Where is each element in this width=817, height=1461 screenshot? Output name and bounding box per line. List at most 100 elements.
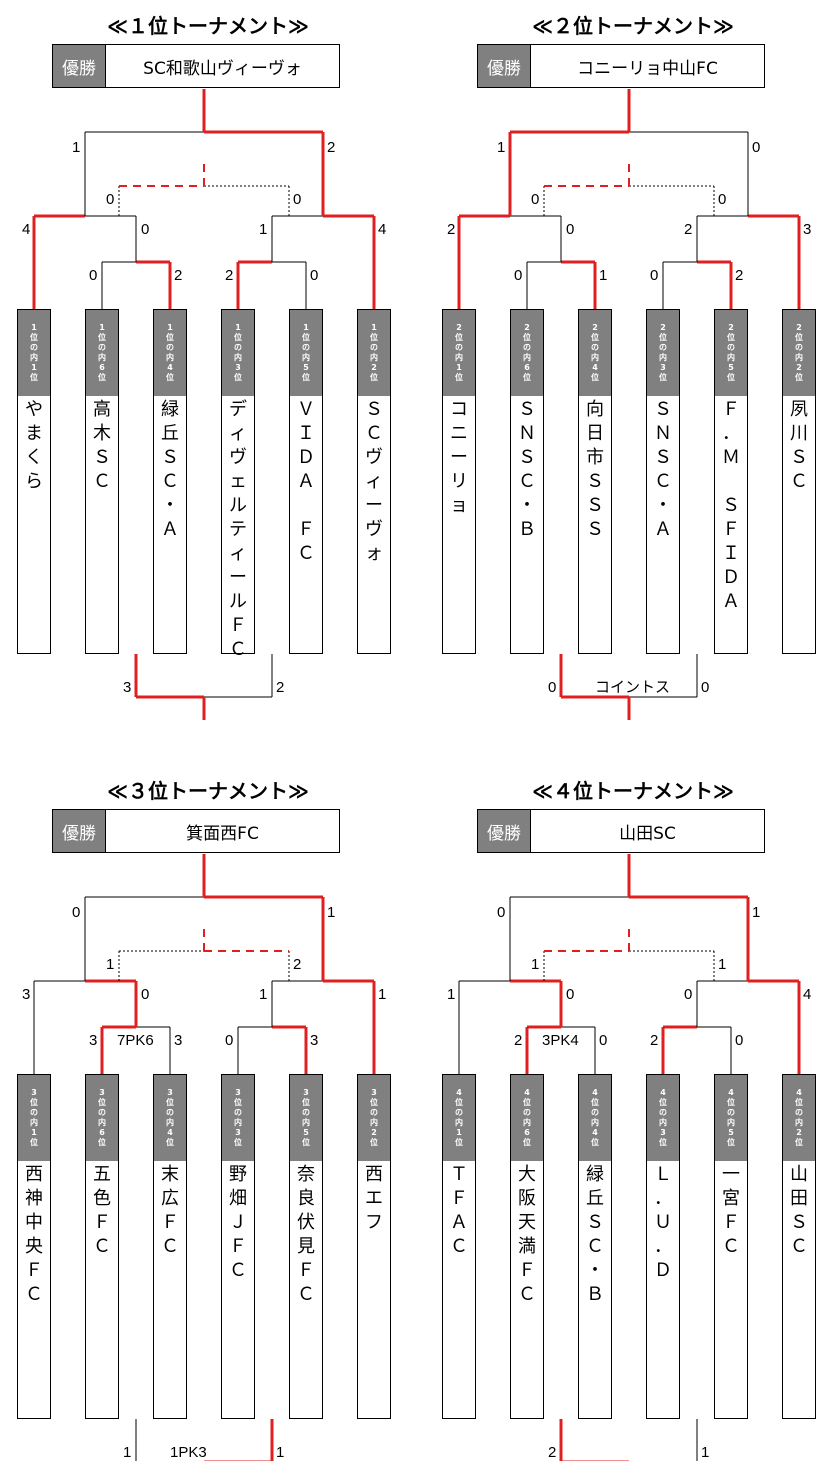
champion-name: SC和歌山ヴィーヴォ: [143, 58, 302, 79]
score-q2-right: 2: [735, 267, 744, 284]
champion-box: 優勝 SC和歌山ヴィーヴォ: [52, 44, 340, 88]
score-semi-left-outer: 4: [22, 221, 31, 238]
champion-box: 優勝 コニーリョ中山FC: [477, 44, 765, 88]
champion-label: 優勝: [478, 810, 531, 852]
score-semi-right-inner: 1: [259, 986, 268, 1003]
score-third-left: 2: [548, 1444, 557, 1461]
team-name: やまくら: [25, 399, 43, 492]
bracket-title: ≪４位トーナメント≫: [532, 779, 734, 803]
score-q1-right: 2: [174, 267, 183, 284]
score-inner-left: 1: [106, 956, 115, 973]
score-third-right: 2: [276, 679, 285, 696]
score-final-right: 1: [752, 904, 761, 921]
bracket-lines: [457, 89, 801, 720]
score-q2-right: 0: [310, 267, 319, 284]
score-final-left: 0: [497, 904, 506, 921]
score-semi-right-inner: 2: [684, 221, 693, 238]
score-q1-left: 0: [89, 267, 98, 284]
score-inner-left: 1: [531, 956, 540, 973]
champion-label: 優勝: [478, 45, 531, 87]
pk-note: 3PK4: [542, 1032, 579, 1049]
score-semi-right-inner: 1: [259, 221, 268, 238]
score-third-right: 1: [276, 1444, 285, 1461]
score-inner-left: 0: [106, 191, 115, 208]
score-inner-right: 2: [293, 956, 302, 973]
score-semi-left-outer: 3: [22, 986, 31, 1003]
score-semi-left-inner: 0: [566, 986, 575, 1003]
champion-name: コニーリョ中山FC: [577, 58, 718, 79]
score-semi-right-inner: 0: [684, 986, 693, 1003]
score-semi-left-inner: 0: [141, 986, 150, 1003]
score-q1-right: 3: [174, 1032, 183, 1049]
score-final-right: 2: [327, 139, 336, 156]
score-semi-right-outer: 4: [803, 986, 812, 1003]
score-final-right: 0: [752, 139, 761, 156]
score-semi-left-outer: 1: [447, 986, 456, 1003]
champion-box: 優勝箕面西FC: [52, 809, 340, 853]
champion-name: 箕面西FC: [186, 823, 259, 844]
score-q1-right: 1: [599, 267, 608, 284]
score-final-left: 0: [72, 904, 81, 921]
bracket-lines: [32, 89, 376, 720]
score-q2-right: 0: [735, 1032, 744, 1049]
champion-label: 優勝: [53, 45, 106, 87]
score-final-left: 1: [497, 139, 506, 156]
score-q2-right: 3: [310, 1032, 319, 1049]
score-semi-left-inner: 0: [141, 221, 150, 238]
score-inner-right: 1: [718, 956, 727, 973]
third-place-note: 1PK3: [170, 1444, 207, 1461]
bracket-title: ≪１位トーナメント≫: [107, 14, 309, 38]
team-name: コニーリョ: [450, 399, 468, 516]
score-inner-right: 0: [718, 191, 727, 208]
